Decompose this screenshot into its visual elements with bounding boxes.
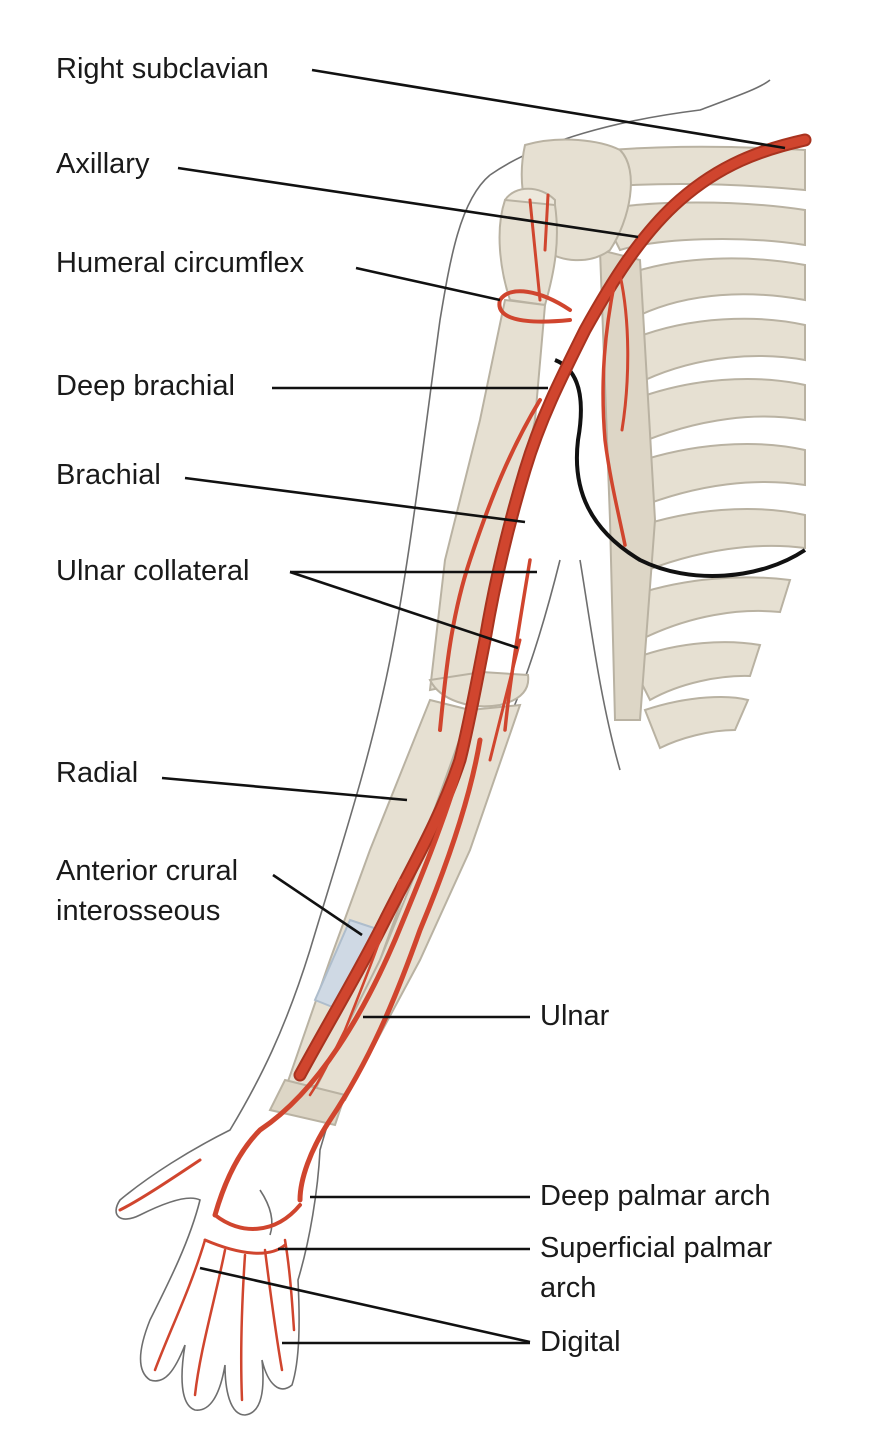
thorax-contour	[554, 358, 807, 579]
label-ulnar-collateral: Ulnar collateral	[56, 555, 250, 587]
leader-lines	[161, 68, 786, 1345]
label-anterior-crural-line1: Anterior crural	[56, 855, 239, 887]
label-deep-palmar-arch: Deep palmar arch	[540, 1180, 771, 1212]
rib-cage	[503, 138, 806, 750]
label-humeral-circumflex: Humeral circumflex	[56, 247, 305, 279]
label-anterior-crural-line2: interosseous	[56, 895, 221, 927]
label-brachial: Brachial	[56, 459, 161, 491]
label-axillary: Axillary	[56, 148, 150, 180]
label-superficial-palmar-arch-line2: arch	[540, 1272, 597, 1304]
label-right-subclavian: Right subclavian	[56, 53, 269, 85]
label-radial: Radial	[56, 757, 139, 789]
label-digital: Digital	[540, 1326, 621, 1358]
label-superficial-palmar-arch-line1: Superficial palmar	[540, 1232, 773, 1264]
label-deep-brachial: Deep brachial	[56, 370, 235, 402]
label-ulnar: Ulnar	[540, 1000, 610, 1032]
arterial-tree	[118, 133, 812, 1402]
